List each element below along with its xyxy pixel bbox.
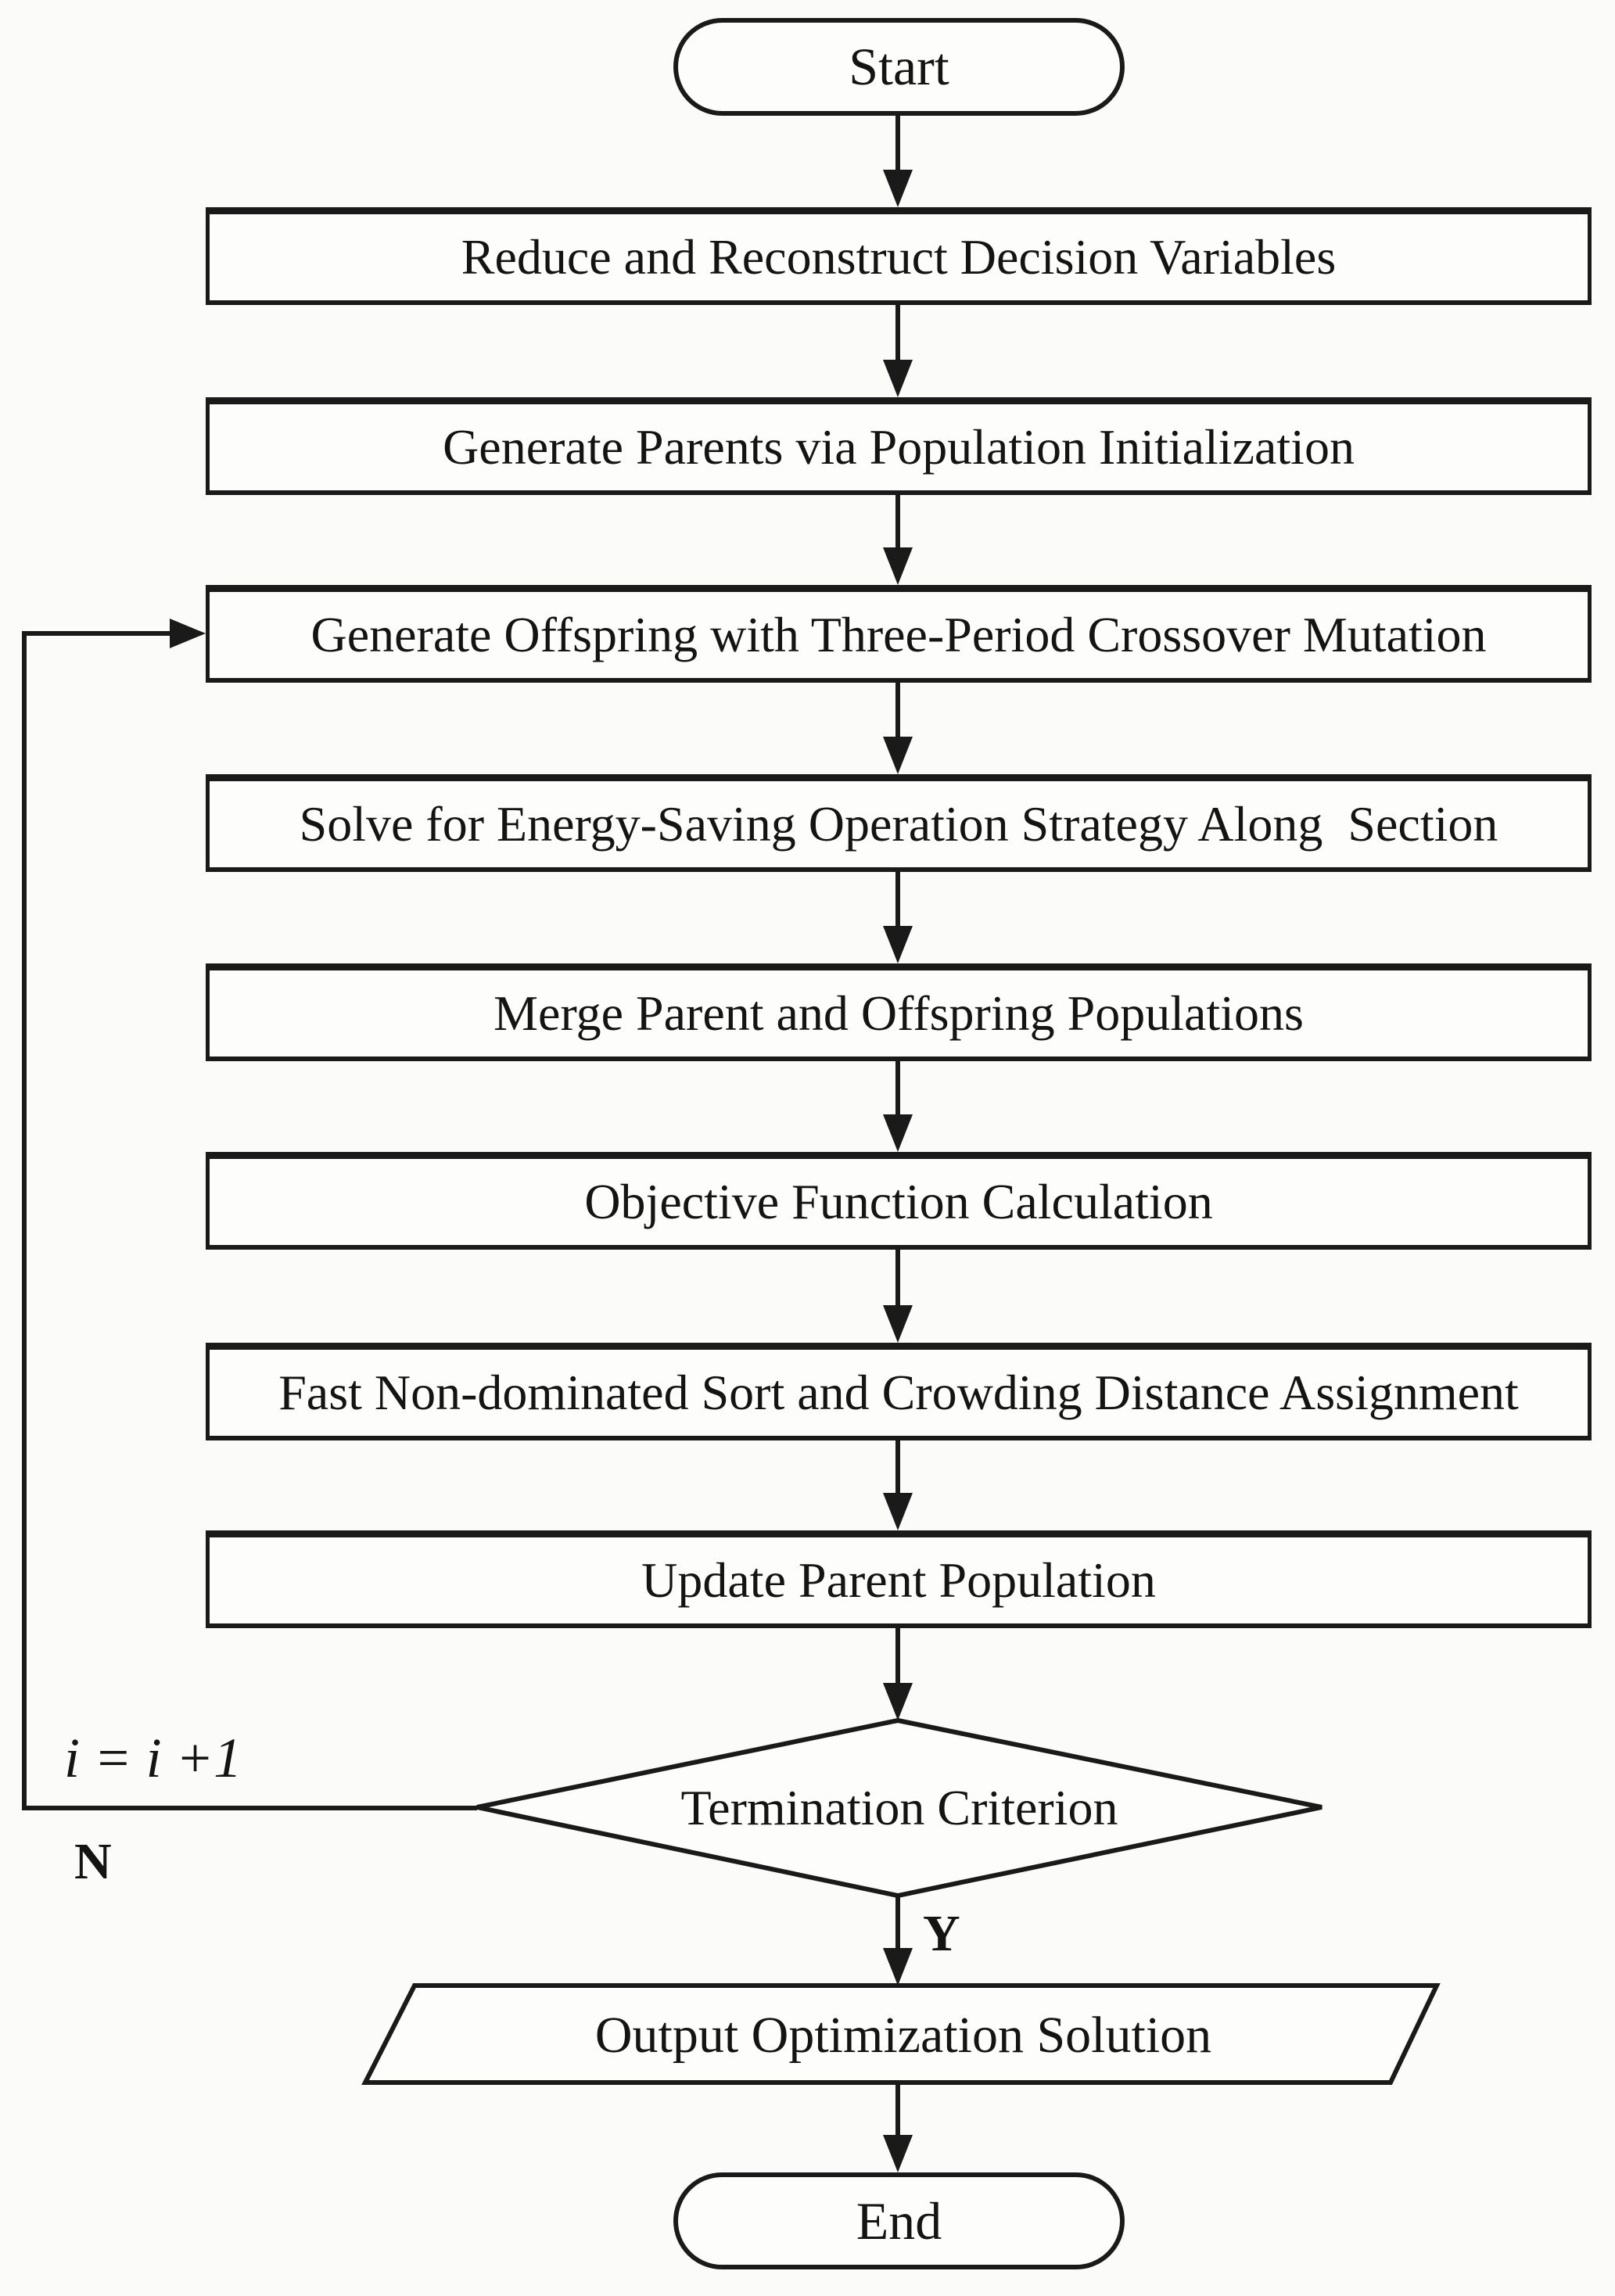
- node-output-solution: [360, 1981, 1447, 2090]
- node-termination-criterion-label: Termination Criterion: [680, 1780, 1118, 1835]
- arrow-decision-to-output: [883, 1894, 913, 1986]
- arrow-box7-to-box8: [883, 1440, 913, 1530]
- node-fast-nondominated-sort-label: Fast Non-dominated Sort and Crowding Dis…: [278, 1365, 1519, 1420]
- node-objective-calculation-label: Objective Function Calculation: [584, 1174, 1213, 1229]
- node-generate-parents: Generate Parents via Population Initiali…: [206, 397, 1592, 495]
- node-output-solution-label: Output Optimization Solution: [594, 2007, 1212, 2064]
- loop-counter-label: i = i +1: [64, 1727, 242, 1789]
- arrow-box3-to-box4: [883, 683, 913, 774]
- node-merge-populations-label: Merge Parent and Offspring Populations: [493, 985, 1304, 1041]
- node-reduce-reconstruct-label: Reduce and Reconstruct Decision Variable…: [461, 229, 1337, 285]
- loop-line-horizontal-bottom: [22, 1806, 477, 1810]
- node-reduce-reconstruct: Reduce and Reconstruct Decision Variable…: [206, 207, 1592, 305]
- node-solve-energy-saving: Solve for Energy-Saving Operation Strate…: [206, 774, 1592, 872]
- branch-no-label: N: [74, 1833, 112, 1890]
- branch-yes-label: Y: [923, 1905, 960, 1962]
- node-update-parent-population-label: Update Parent Population: [641, 1552, 1156, 1608]
- loop-arrow-into-offspring: [22, 619, 206, 648]
- node-objective-calculation: Objective Function Calculation: [206, 1152, 1592, 1250]
- node-fast-nondominated-sort: Fast Non-dominated Sort and Crowding Dis…: [206, 1343, 1592, 1440]
- arrow-box8-to-decision: [883, 1628, 913, 1720]
- loop-line-vertical: [22, 631, 27, 1810]
- node-end: End: [673, 2172, 1125, 2269]
- arrow-box5-to-box6: [883, 1061, 913, 1152]
- node-merge-populations: Merge Parent and Offspring Populations: [206, 963, 1592, 1061]
- node-generate-offspring-label: Generate Offspring with Three-Period Cro…: [310, 607, 1487, 662]
- arrow-box2-to-box3: [883, 495, 913, 585]
- arrow-start-to-box1: [883, 116, 913, 207]
- node-start-label: Start: [849, 37, 949, 96]
- arrow-output-to-end: [883, 2083, 913, 2172]
- arrow-box6-to-box7: [883, 1250, 913, 1343]
- node-end-label: End: [856, 2190, 942, 2251]
- node-start: Start: [673, 18, 1125, 116]
- diamond-shape: [476, 1717, 1323, 1899]
- node-solve-energy-saving-label: Solve for Energy-Saving Operation Strate…: [299, 796, 1498, 852]
- parallelogram-shape: [361, 1983, 1441, 2085]
- node-generate-parents-label: Generate Parents via Population Initiali…: [443, 419, 1355, 475]
- node-termination-criterion: [469, 1717, 1330, 1900]
- arrow-box4-to-box5: [883, 872, 913, 963]
- arrow-box1-to-box2: [883, 305, 913, 397]
- node-update-parent-population: Update Parent Population: [206, 1530, 1592, 1628]
- node-generate-offspring: Generate Offspring with Three-Period Cro…: [206, 585, 1592, 683]
